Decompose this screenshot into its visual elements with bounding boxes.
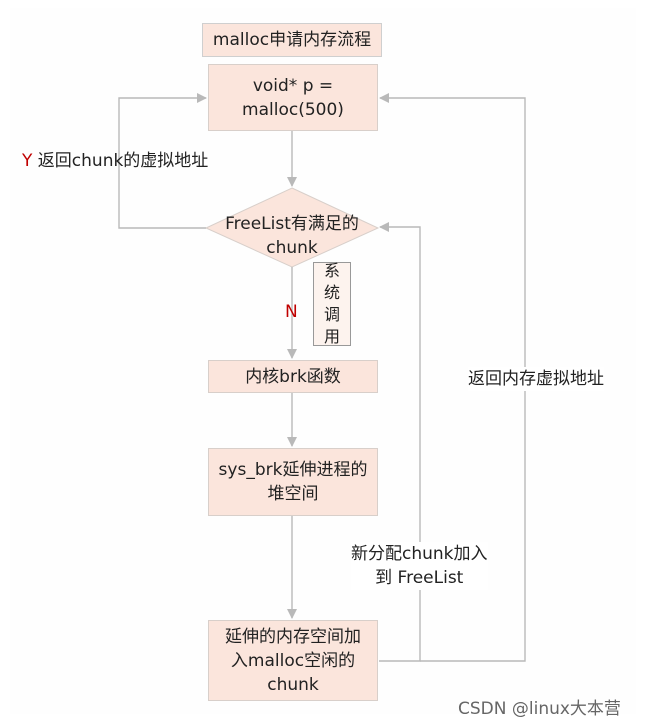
decision-label: FreeList有满足的 chunk [218,212,366,260]
arrow-yes-loop [118,93,207,229]
malloc-call-line2: malloc(500) [242,99,344,120]
extend-node: 延伸的内存空间加 入malloc空闲的 chunk [208,620,378,701]
watermark: CSDN @linux大本营 [458,699,621,719]
yes-text: 返回chunk的虚拟地址 [37,151,209,171]
decision-line2: chunk [266,238,318,258]
new-chunk-label: 新分配chunk加入 到 FreeList [351,542,488,590]
syscall-char: 系 [323,261,340,280]
sys-brk-line1: sys_brk延伸进程的 [218,460,368,480]
decision-line1: FreeList有满足的 [225,214,359,234]
sys-brk-node: sys_brk延伸进程的 堆空间 [208,448,378,516]
extend-line3: chunk [267,674,319,695]
no-mark: N [285,302,298,322]
yes-mark: Y [22,151,33,171]
sys-brk-line2: 堆空间 [267,484,319,504]
yes-label: Y 返回chunk的虚拟地址 [22,149,208,173]
new-chunk-line1: 新分配chunk加入 [351,544,488,564]
malloc-call-line1: void* p = [252,75,334,96]
brk-node: 内核brk函数 [208,360,378,393]
syscall-char: 统 [323,283,340,302]
arrow-new-chunk-loop [379,222,421,662]
syscall-label: 系 统 调 用 [313,261,351,346]
diagram-title: malloc申请内存流程 [202,23,382,57]
return-address-label: 返回内存虚拟地址 [468,367,604,391]
extend-line1: 延伸的内存空间加 [225,626,361,647]
new-chunk-line2: 到 FreeList [375,568,464,588]
syscall-char: 调 [323,305,340,324]
syscall-char: 用 [323,327,340,346]
extend-line2: 入malloc空闲的 [230,650,356,671]
malloc-call-node: void* p = malloc(500) [208,64,378,131]
